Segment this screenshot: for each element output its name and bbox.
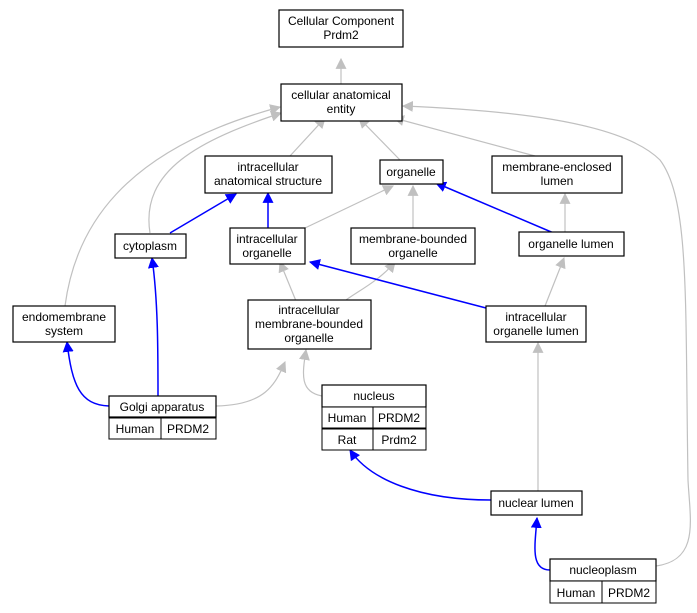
node-label-line1: cytoplasm [123,239,177,253]
node-label-line2: entity [327,102,356,116]
edge-np-nl [530,516,551,571]
edge-endo-cae [64,104,282,307]
node-label-line1: intracellular [236,232,297,246]
node-organelle-lumen[interactable]: organelle lumen [518,231,625,257]
node-label-line1: membrane-bounded [359,232,467,246]
node-label-line1: intracellular [505,310,566,324]
node-nucleoplasm[interactable]: nucleoplasm Human PRDM2 [549,558,657,604]
node-intracellular-organelle-lumen[interactable]: intracellular organelle lumen [485,305,587,343]
node-cellular-anatomical-entity[interactable]: cellular anatomical entity [280,83,403,122]
node-label-line1: organelle [386,165,436,179]
edge-np-cae [401,100,691,567]
species-cell: Human [328,411,367,425]
edge-nucleus-imbo [299,348,323,397]
edge-cytoplasm-cae [148,110,283,234]
node-membrane-enclosed-lumen[interactable]: membrane-enclosed lumen [491,155,623,194]
gene-cell: PRDM2 [608,586,650,600]
node-membrane-bounded-organelle[interactable]: membrane-bounded organelle [350,227,476,265]
node-label-line2: anatomical structure [214,174,322,188]
edge-io-organelle [304,185,394,229]
node-label-line2: membrane-bounded [255,317,363,331]
annotation-row-human: Human PRDM2 [549,580,657,604]
node-label-line2: Prdm2 [323,28,359,42]
edge-iol-ol [544,256,566,307]
edge-mel-cae [392,115,536,157]
node-nucleus[interactable]: nucleus Human PRDM2 Rat Prdm2 [321,384,427,451]
node-label-line3: organelle [284,331,334,345]
edge-golgi-imbo [215,360,287,407]
edge-golgi-cytoplasm [147,256,159,397]
node-intracellular-anatomical-structure[interactable]: intracellular anatomical structure [204,155,333,194]
node-label-line2: lumen [541,174,574,188]
edge-organelle-cae [358,117,401,161]
node-label-line1: nucleoplasm [569,563,636,577]
node-label-line2: system [45,324,83,338]
gene-cell: PRDM2 [378,411,420,425]
node-intracellular-organelle[interactable]: intracellular organelle [229,227,306,265]
edge-cytoplasm-ias [169,193,237,234]
node-label-line1: nucleus [353,389,394,403]
node-label-line1: membrane-enclosed [502,160,611,174]
edge-golgi-endo [62,340,110,407]
edge-ol-organelle [434,181,557,235]
node-label-line2: organelle lumen [493,324,578,338]
node-cytoplasm[interactable]: cytoplasm [114,233,187,259]
annotation-row-rat: Rat Prdm2 [321,428,427,451]
annotation-row-human: Human PRDM2 [321,406,427,429]
node-label-line2: organelle [388,246,438,260]
species-cell: Human [557,586,596,600]
node-label-line1: cellular anatomical [291,88,390,102]
node-golgi-apparatus[interactable]: Golgi apparatus Human PRDM2 [108,395,217,440]
node-organelle[interactable]: organelle [379,159,444,185]
edge-iol-io [308,259,487,309]
node-label-line1: organelle lumen [528,237,613,251]
gene-cell: PRDM2 [167,422,209,436]
edge-imbo-mbo [345,261,396,301]
node-label-line1: intracellular [278,303,339,317]
node-label-line1: endomembrane [22,310,106,324]
node-nuclear-lumen[interactable]: nuclear lumen [490,490,583,516]
node-label-line1: Cellular Component [288,14,395,28]
species-cell: Human [116,422,155,436]
annotation-row-human: Human PRDM2 [108,417,217,440]
edge-ias-cae [289,117,326,157]
node-label-line1: intracellular [237,160,298,174]
node-endomembrane-system[interactable]: endomembrane system [12,305,116,343]
node-intracellular-membrane-bounded-organelle[interactable]: intracellular membrane-bounded organelle [247,299,372,350]
gene-cell: Prdm2 [381,433,417,447]
edge-imbo-io [278,260,297,302]
node-label-line2: organelle [242,246,292,260]
node-label-line1: nuclear lumen [498,496,573,510]
species-cell: Rat [338,433,357,447]
node-label-line1: Golgi apparatus [120,400,205,414]
node-cellular-component-prdm2[interactable]: Cellular Component Prdm2 [278,9,404,48]
blue-edges [62,181,557,571]
gray-edges [64,57,691,567]
edge-nl-nucleus [349,449,492,501]
